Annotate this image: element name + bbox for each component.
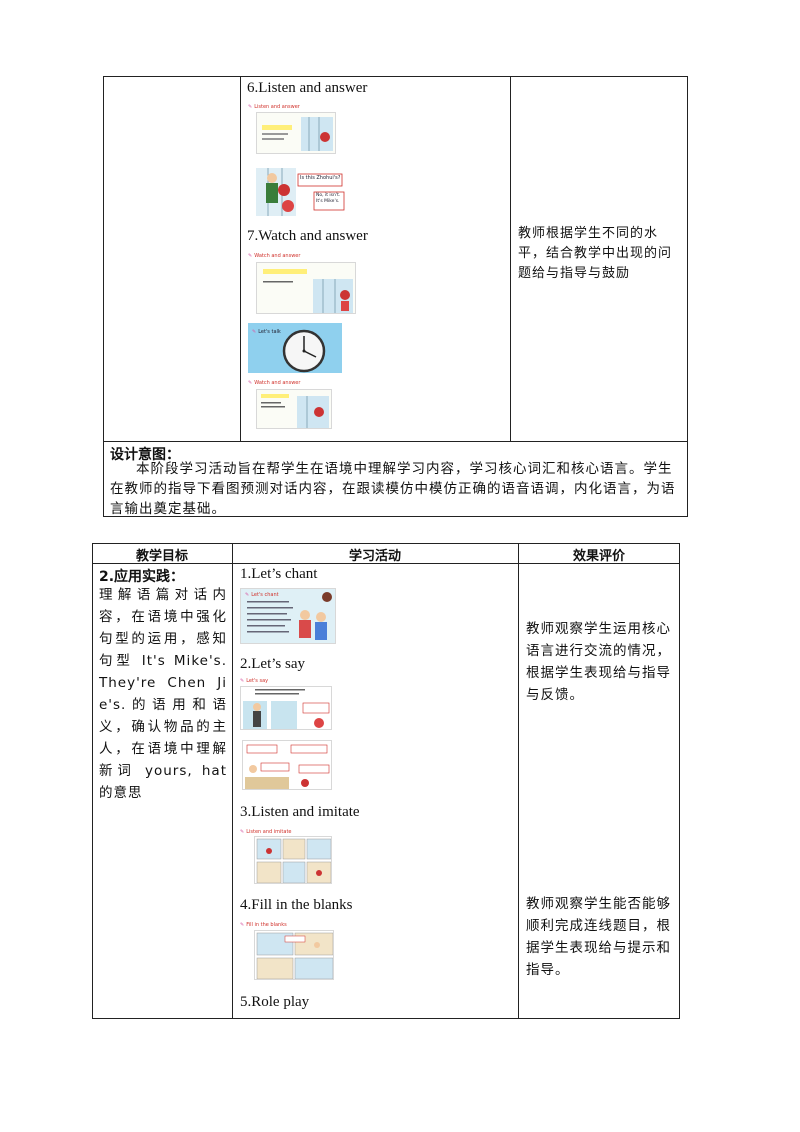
lets-chant-tag: Let's chant bbox=[245, 592, 278, 598]
goal-title: 2.应用实践： bbox=[99, 569, 185, 585]
header-learning-activity: 学习活动 bbox=[348, 549, 401, 564]
lets-say-thumbnail-2 bbox=[242, 740, 332, 790]
bubble-question: Is this Zhohui's? bbox=[300, 175, 341, 181]
lets-chant-thumbnail: Let's chant bbox=[240, 588, 336, 644]
header-teaching-goal: 教学目标 bbox=[135, 549, 188, 564]
bottom-table-col-divider-1 bbox=[232, 543, 233, 1019]
bottom-table-col-divider-2 bbox=[518, 543, 519, 1019]
listen-imitate-thumbnail bbox=[254, 836, 332, 884]
top-evaluation-text: 教师根据学生不同的水平，结合教学中出现的问题给与指导与鼓励 bbox=[518, 226, 673, 281]
listen-answer-thumbnail-1 bbox=[256, 112, 336, 154]
say-scene-1 bbox=[243, 689, 330, 729]
activity-4-label: 4.Fill in the blanks bbox=[240, 897, 353, 913]
boy-holding-ball-scene bbox=[256, 168, 345, 216]
goal-text: 理解语篇对话内容，在语境中强化句型的运用，感知句型 It's Mike's. T… bbox=[99, 587, 227, 801]
clock-icon bbox=[282, 329, 326, 373]
top-table-col-divider-2 bbox=[510, 76, 511, 441]
activity-7-tag: Watch and answer bbox=[248, 253, 300, 259]
listen-answer-thumbnail-2: Is this Zhohui's? No, it isn't. It's Mik… bbox=[254, 166, 346, 218]
listen-imitate-tag: Listen and imitate bbox=[240, 829, 291, 835]
activity-3-label: 3.Listen and imitate bbox=[240, 804, 360, 820]
say-scene-2 bbox=[245, 744, 330, 789]
activity-6-label: 6.Listen and answer bbox=[247, 80, 368, 96]
lets-talk-tag: Let's talk bbox=[252, 329, 281, 335]
activity-7-label: 7.Watch and answer bbox=[247, 228, 368, 244]
comic-strip-scene bbox=[256, 838, 331, 883]
watch-answer-thumbnail-2 bbox=[256, 389, 332, 429]
top-table-col-divider-1 bbox=[240, 76, 241, 441]
header-evaluation: 效果评价 bbox=[572, 549, 625, 564]
watch-answer-thumbnail-1 bbox=[256, 262, 356, 314]
chant-kids-scene bbox=[247, 592, 332, 640]
classroom-window-scene-2 bbox=[261, 394, 329, 428]
bottom-table bbox=[92, 543, 680, 1019]
activity-6-tag: Listen and answer bbox=[248, 104, 300, 110]
bottom-table-header-divider bbox=[92, 563, 680, 564]
activity-2-label: 2.Let’s say bbox=[240, 656, 305, 672]
classroom-scene-icon bbox=[262, 117, 333, 151]
activity-7-tag-2: Watch and answer bbox=[248, 380, 300, 386]
lets-say-tag: Let's say bbox=[240, 678, 268, 684]
bottom-evaluation-1: 教师观察学生运用核心语言进行交流的情况，根据学生表现给与指导与反馈。 bbox=[526, 621, 671, 703]
activity-5-label: 5.Role play bbox=[240, 994, 310, 1010]
fill-blanks-thumbnail bbox=[254, 930, 334, 980]
fill-blanks-scene bbox=[256, 932, 333, 979]
bubble-answer: No, it isn't. It's Mike's. bbox=[316, 193, 341, 204]
design-intent-text: 本阶段学习活动旨在帮学生在语境中理解学习内容，学习核心词汇和核心语言。学生在教师… bbox=[110, 461, 676, 517]
classroom-window-scene bbox=[263, 269, 353, 313]
lets-say-thumbnail-1 bbox=[240, 686, 332, 730]
top-table bbox=[103, 76, 688, 517]
top-table-row-divider bbox=[103, 441, 688, 442]
lets-talk-clock-thumbnail: Let's talk bbox=[248, 323, 342, 373]
bottom-evaluation-2: 教师观察学生能否能够顺利完成连线题目，根据学生表现给与提示和指导。 bbox=[526, 896, 671, 978]
fill-blanks-tag: Fill in the blanks bbox=[240, 922, 287, 928]
activity-1-label: 1.Let’s chant bbox=[240, 566, 318, 582]
design-intent-title: 设计意图： bbox=[110, 447, 180, 463]
